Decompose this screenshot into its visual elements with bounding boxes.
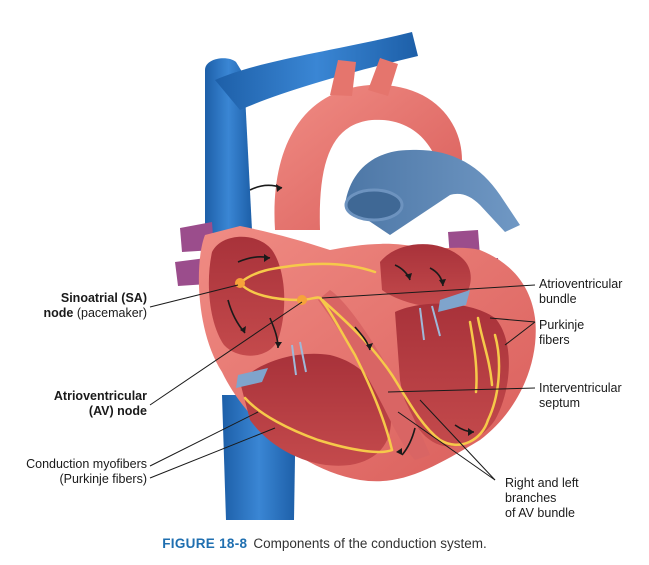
branches-line3: of AV bundle — [505, 506, 575, 520]
chordae — [291, 305, 441, 376]
branches-line1: Right and left — [505, 476, 579, 490]
tricuspid-valve — [236, 368, 268, 388]
sa-node-dot — [235, 278, 245, 288]
leader-lines — [149, 284, 536, 481]
av-bundle-line2: bundle — [539, 292, 577, 306]
purkinje-line2: fibers — [539, 333, 570, 347]
branches-line2: branches — [505, 491, 557, 505]
label-conduction-myofibers: Conduction myofibers (Purkinje fibers) — [2, 457, 147, 487]
aortic-branch-2 — [368, 58, 398, 96]
mitral-valve — [438, 290, 470, 312]
label-av-bundle: Atrioventricular bundle — [539, 277, 622, 307]
aortic-branch — [330, 60, 356, 96]
figure-caption-text: Components of the conduction system. — [253, 536, 487, 551]
label-av-node: Atrioventricular (AV) node — [12, 389, 147, 419]
label-purkinje-fibers: Purkinje fibers — [539, 318, 584, 348]
septum-line1: Interventricular — [539, 381, 622, 395]
av-node-line1: Atrioventricular — [53, 389, 147, 403]
pulmonary-opening — [344, 188, 404, 222]
label-bundle-branches: Right and left branches of AV bundle — [505, 476, 579, 521]
figure-caption: FIGURE 18-8 Components of the conduction … — [0, 536, 649, 551]
label-sa-node: Sinoatrial (SA) node (pacemaker) — [12, 291, 148, 321]
arrow-heads — [240, 184, 474, 455]
av-node-dot — [297, 295, 307, 305]
sa-node-label-bold: Sinoatrial (SA) — [60, 291, 147, 305]
left-atrium — [380, 244, 471, 308]
brachiocephalic-vein — [215, 32, 418, 110]
purkinje-line1: Purkinje — [539, 318, 585, 332]
sa-node-label-bold-2: node — [43, 306, 74, 320]
conduction-myofibers-line2: (Purkinje fibers) — [59, 472, 147, 486]
aortic-arch — [274, 84, 462, 230]
av-bundle-line1: Atrioventricular — [539, 277, 623, 291]
conduction-myofibers-line1: Conduction myofibers — [26, 457, 147, 471]
figure-number: FIGURE 18-8 — [162, 536, 248, 551]
right-ventricle — [240, 353, 391, 466]
sa-node-label-rest: (pacemaker) — [73, 306, 147, 320]
conduction-pathway — [238, 262, 501, 454]
right-atrium — [208, 236, 285, 356]
interventricular-septum — [318, 290, 430, 460]
label-interventricular-septum: Interventricular septum — [539, 381, 622, 411]
av-node-line2: (AV) node — [88, 404, 147, 418]
septum-line2: septum — [539, 396, 580, 410]
